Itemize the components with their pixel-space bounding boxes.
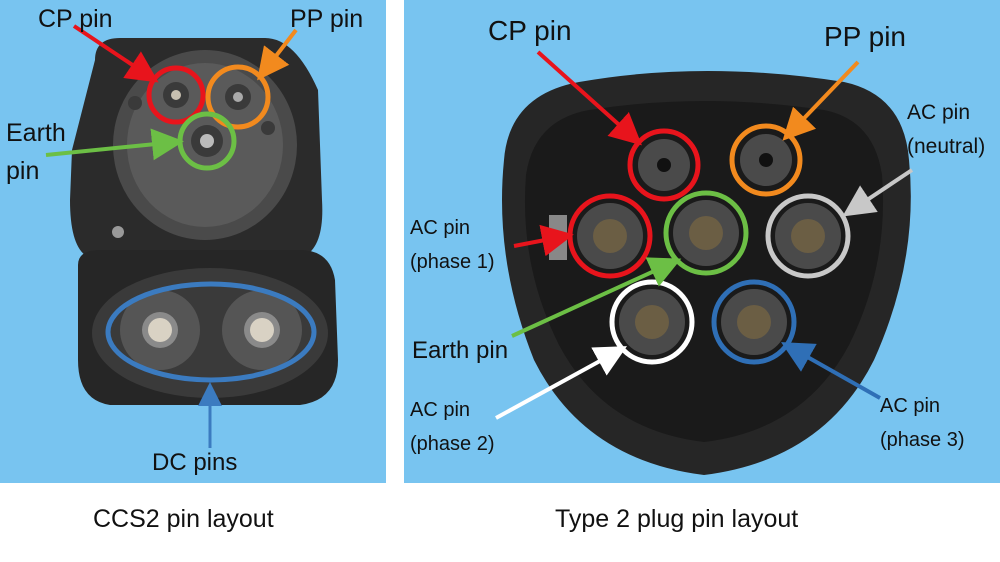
ccs2-dc-ring [105, 281, 317, 383]
ccs2-caption: CCS2 pin layout [93, 505, 274, 533]
ccs2-panel: CP pin PP pin Earth pin DC pins [0, 0, 386, 483]
ccs2-earth-label-line1: Earth [6, 119, 66, 147]
ccs2-cp-arrow [72, 24, 159, 83]
type2-earth-ring [663, 190, 749, 276]
type2-phase2-label-line2: (phase 2) [410, 433, 495, 455]
type2-phase3-label-line1: AC pin [880, 395, 941, 417]
type2-phase3-label-line2: (phase 3) [880, 429, 965, 451]
type2-phase1-arrow [513, 224, 574, 257]
type2-phase1-label-line2: (phase 1) [410, 251, 495, 273]
ccs2-earth-arrow [45, 128, 184, 161]
ccs2-connector-illustration [45, 24, 338, 448]
type2-caption: Type 2 plug pin layout [555, 505, 799, 533]
type2-cp-ring [627, 128, 701, 202]
ccs2-cp-ring [146, 65, 206, 125]
type2-pp-arrow [782, 60, 860, 141]
type2-pp-label: PP pin [824, 21, 906, 52]
type2-earth-label: Earth pin [412, 337, 509, 364]
type2-cp-label: CP pin [488, 15, 572, 46]
type2-neutral-label-line2: (neutral) [907, 135, 986, 158]
type2-neutral-label-line1: AC pin [907, 101, 971, 124]
type2-pins [577, 134, 841, 355]
type2-connector-illustration [495, 50, 914, 475]
type2-neutral-ring [765, 193, 851, 279]
type2-phase2-label-line1: AC pin [410, 399, 471, 421]
ccs2-cp-label: CP pin [38, 5, 113, 33]
ccs2-pp-arrow [257, 28, 298, 81]
ccs2-pp-ring [205, 64, 271, 130]
type2-phase3-ring [711, 279, 797, 365]
type2-cp-arrow [536, 50, 642, 146]
ccs2-dc-label: DC pins [152, 449, 238, 476]
type2-phase1-label-line1: AC pin [410, 217, 471, 239]
type2-panel: CP pin PP pin AC pin (neutral) AC pin (p… [404, 0, 1000, 483]
ccs2-pp-label: PP pin [290, 5, 364, 33]
type2-phase3-arrow [781, 342, 881, 400]
type2-pp-ring [729, 123, 803, 197]
type2-neutral-arrow [842, 168, 914, 217]
type2-phase2-arrow [495, 346, 628, 420]
type2-earth-arrow [511, 257, 682, 338]
ccs2-earth-label-line2: pin [6, 157, 40, 185]
